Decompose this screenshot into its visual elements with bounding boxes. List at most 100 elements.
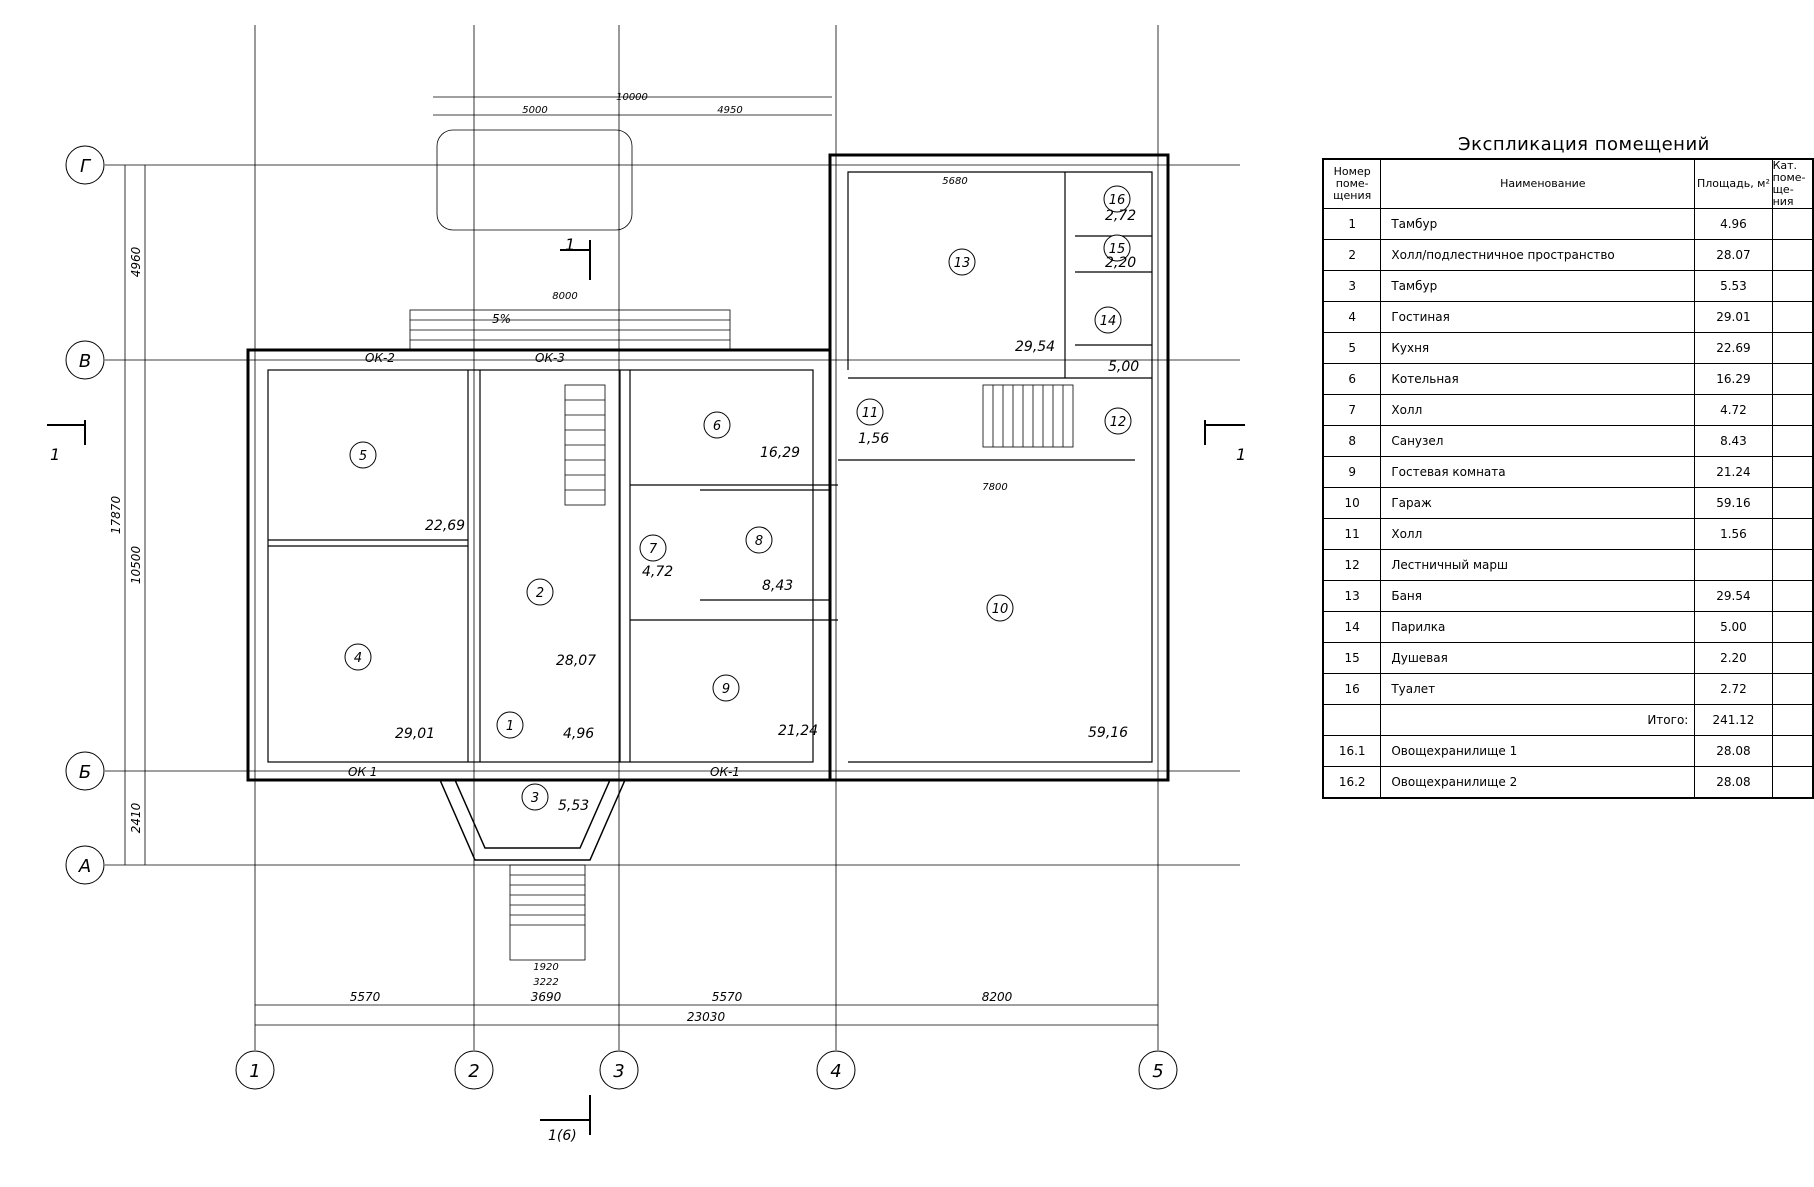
cell-cat	[1771, 580, 1814, 612]
cell-cat	[1771, 239, 1814, 271]
axis-label-v: В	[79, 351, 91, 372]
cell-name: Баня	[1380, 580, 1696, 612]
cell-area: 29.01	[1694, 301, 1773, 333]
cell-num: 12	[1322, 549, 1382, 581]
dim-bottom-total: 23030	[687, 1010, 726, 1024]
explication-title: Экспликация помещений	[1458, 134, 1710, 155]
room-num-14: 14	[1100, 314, 1117, 329]
cell-num: 4	[1322, 301, 1382, 333]
cell-area: 4.72	[1694, 394, 1773, 426]
dim-left-2: 10500	[129, 546, 143, 585]
dim-bath-width: 5680	[942, 176, 967, 187]
room-area-1: 4,96	[563, 726, 594, 742]
room-num-4: 4	[354, 651, 362, 666]
axis-grid-lines	[105, 25, 1240, 1050]
dim-top-2: 4950	[717, 105, 742, 116]
cell-num: 5	[1322, 332, 1382, 364]
dimension-lines	[124, 96, 1158, 1026]
axis-label-g: Г	[80, 156, 92, 177]
stairs	[409, 309, 1074, 961]
cell-cat	[1771, 363, 1814, 395]
cell-cat	[1771, 766, 1814, 799]
room-num-5: 5	[359, 449, 367, 464]
axis-label-3: 3	[613, 1061, 624, 1082]
axis-label-1: 1	[249, 1061, 260, 1082]
room-area-14: 5,00	[1108, 359, 1139, 375]
axis-label-5: 5	[1152, 1061, 1163, 1082]
axis-label-4: 4	[830, 1061, 841, 1082]
cell-name: Овощехранилище 2	[1380, 766, 1696, 799]
cell-area: 22.69	[1694, 332, 1773, 364]
room-num-6: 6	[713, 419, 721, 434]
cell-area: 4.96	[1694, 208, 1773, 240]
room-area-5: 22,69	[425, 518, 465, 534]
cell-num: 10	[1322, 487, 1382, 519]
dim-left-total: 17870	[109, 496, 123, 535]
header-cat: Кат. поме-ще-ния	[1771, 158, 1814, 209]
section-mark-top: 1	[565, 235, 575, 254]
cell-num	[1322, 704, 1382, 736]
room-num-11: 11	[862, 406, 879, 421]
cell-num: 2	[1322, 239, 1382, 271]
cell-name: Холл/подлестничное пространство	[1380, 239, 1696, 271]
room-num-1: 1	[506, 719, 514, 734]
cell-num: 7	[1322, 394, 1382, 426]
cell-area: 8.43	[1694, 425, 1773, 457]
axis-label-2: 2	[468, 1061, 479, 1082]
cell-num: 11	[1322, 518, 1382, 550]
cell-num: 16.2	[1322, 766, 1382, 799]
dim-garage-width: 7800	[982, 482, 1007, 493]
explication-header-row: Номер поме-щения Наименование Площадь, м…	[1322, 158, 1814, 209]
dim-porch-total: 3222	[533, 977, 558, 988]
axis-label-b: Б	[79, 762, 91, 783]
total-area: 241.12	[1694, 704, 1773, 736]
room-area-15: 2,20	[1105, 255, 1136, 271]
window-label-ok3: ОК-3	[535, 351, 565, 365]
cell-num: 16.1	[1322, 735, 1382, 767]
cell-area: 1.56	[1694, 518, 1773, 550]
cell-area: 28.08	[1694, 735, 1773, 767]
room-num-3: 3	[531, 791, 539, 806]
cell-area: 29.54	[1694, 580, 1773, 612]
floor-plan-drawing: 1 2 3 4 5 Г В Б А	[47, 25, 1246, 1144]
section-markers	[47, 240, 1245, 1135]
room-num-9: 9	[722, 682, 730, 697]
cell-cat	[1771, 704, 1814, 736]
cell-name: Котельная	[1380, 363, 1696, 395]
axis-markers	[65, 145, 1178, 1090]
room-area-8: 8,43	[762, 578, 793, 594]
dim-left-3: 2410	[129, 802, 143, 833]
room-area-4: 29,01	[395, 726, 435, 742]
room-num-16: 16	[1109, 193, 1126, 208]
cell-num: 8	[1322, 425, 1382, 457]
cell-name: Тамбур	[1380, 208, 1696, 240]
explication-table: Номер поме-щения Наименование Площадь, м…	[1322, 158, 1814, 799]
window-label-ok1-east: ОК-1	[710, 765, 740, 779]
dim-top-1: 5000	[522, 105, 547, 116]
dim-bottom-1: 5570	[350, 990, 381, 1004]
room-area-6: 16,29	[760, 445, 800, 461]
room-area-2: 28,07	[556, 653, 596, 669]
cell-name: Гостиная	[1380, 301, 1696, 333]
cell-area: 2.72	[1694, 673, 1773, 705]
cell-cat	[1771, 425, 1814, 457]
window-label-ok2: ОК-2	[365, 351, 395, 365]
cell-name: Холл	[1380, 394, 1696, 426]
room-area-11: 1,56	[858, 431, 889, 447]
cell-cat	[1771, 518, 1814, 550]
total-row: Итого:241.12	[1322, 704, 1814, 736]
cell-name: Лестничный марш	[1380, 549, 1696, 581]
cell-num: 16	[1322, 673, 1382, 705]
